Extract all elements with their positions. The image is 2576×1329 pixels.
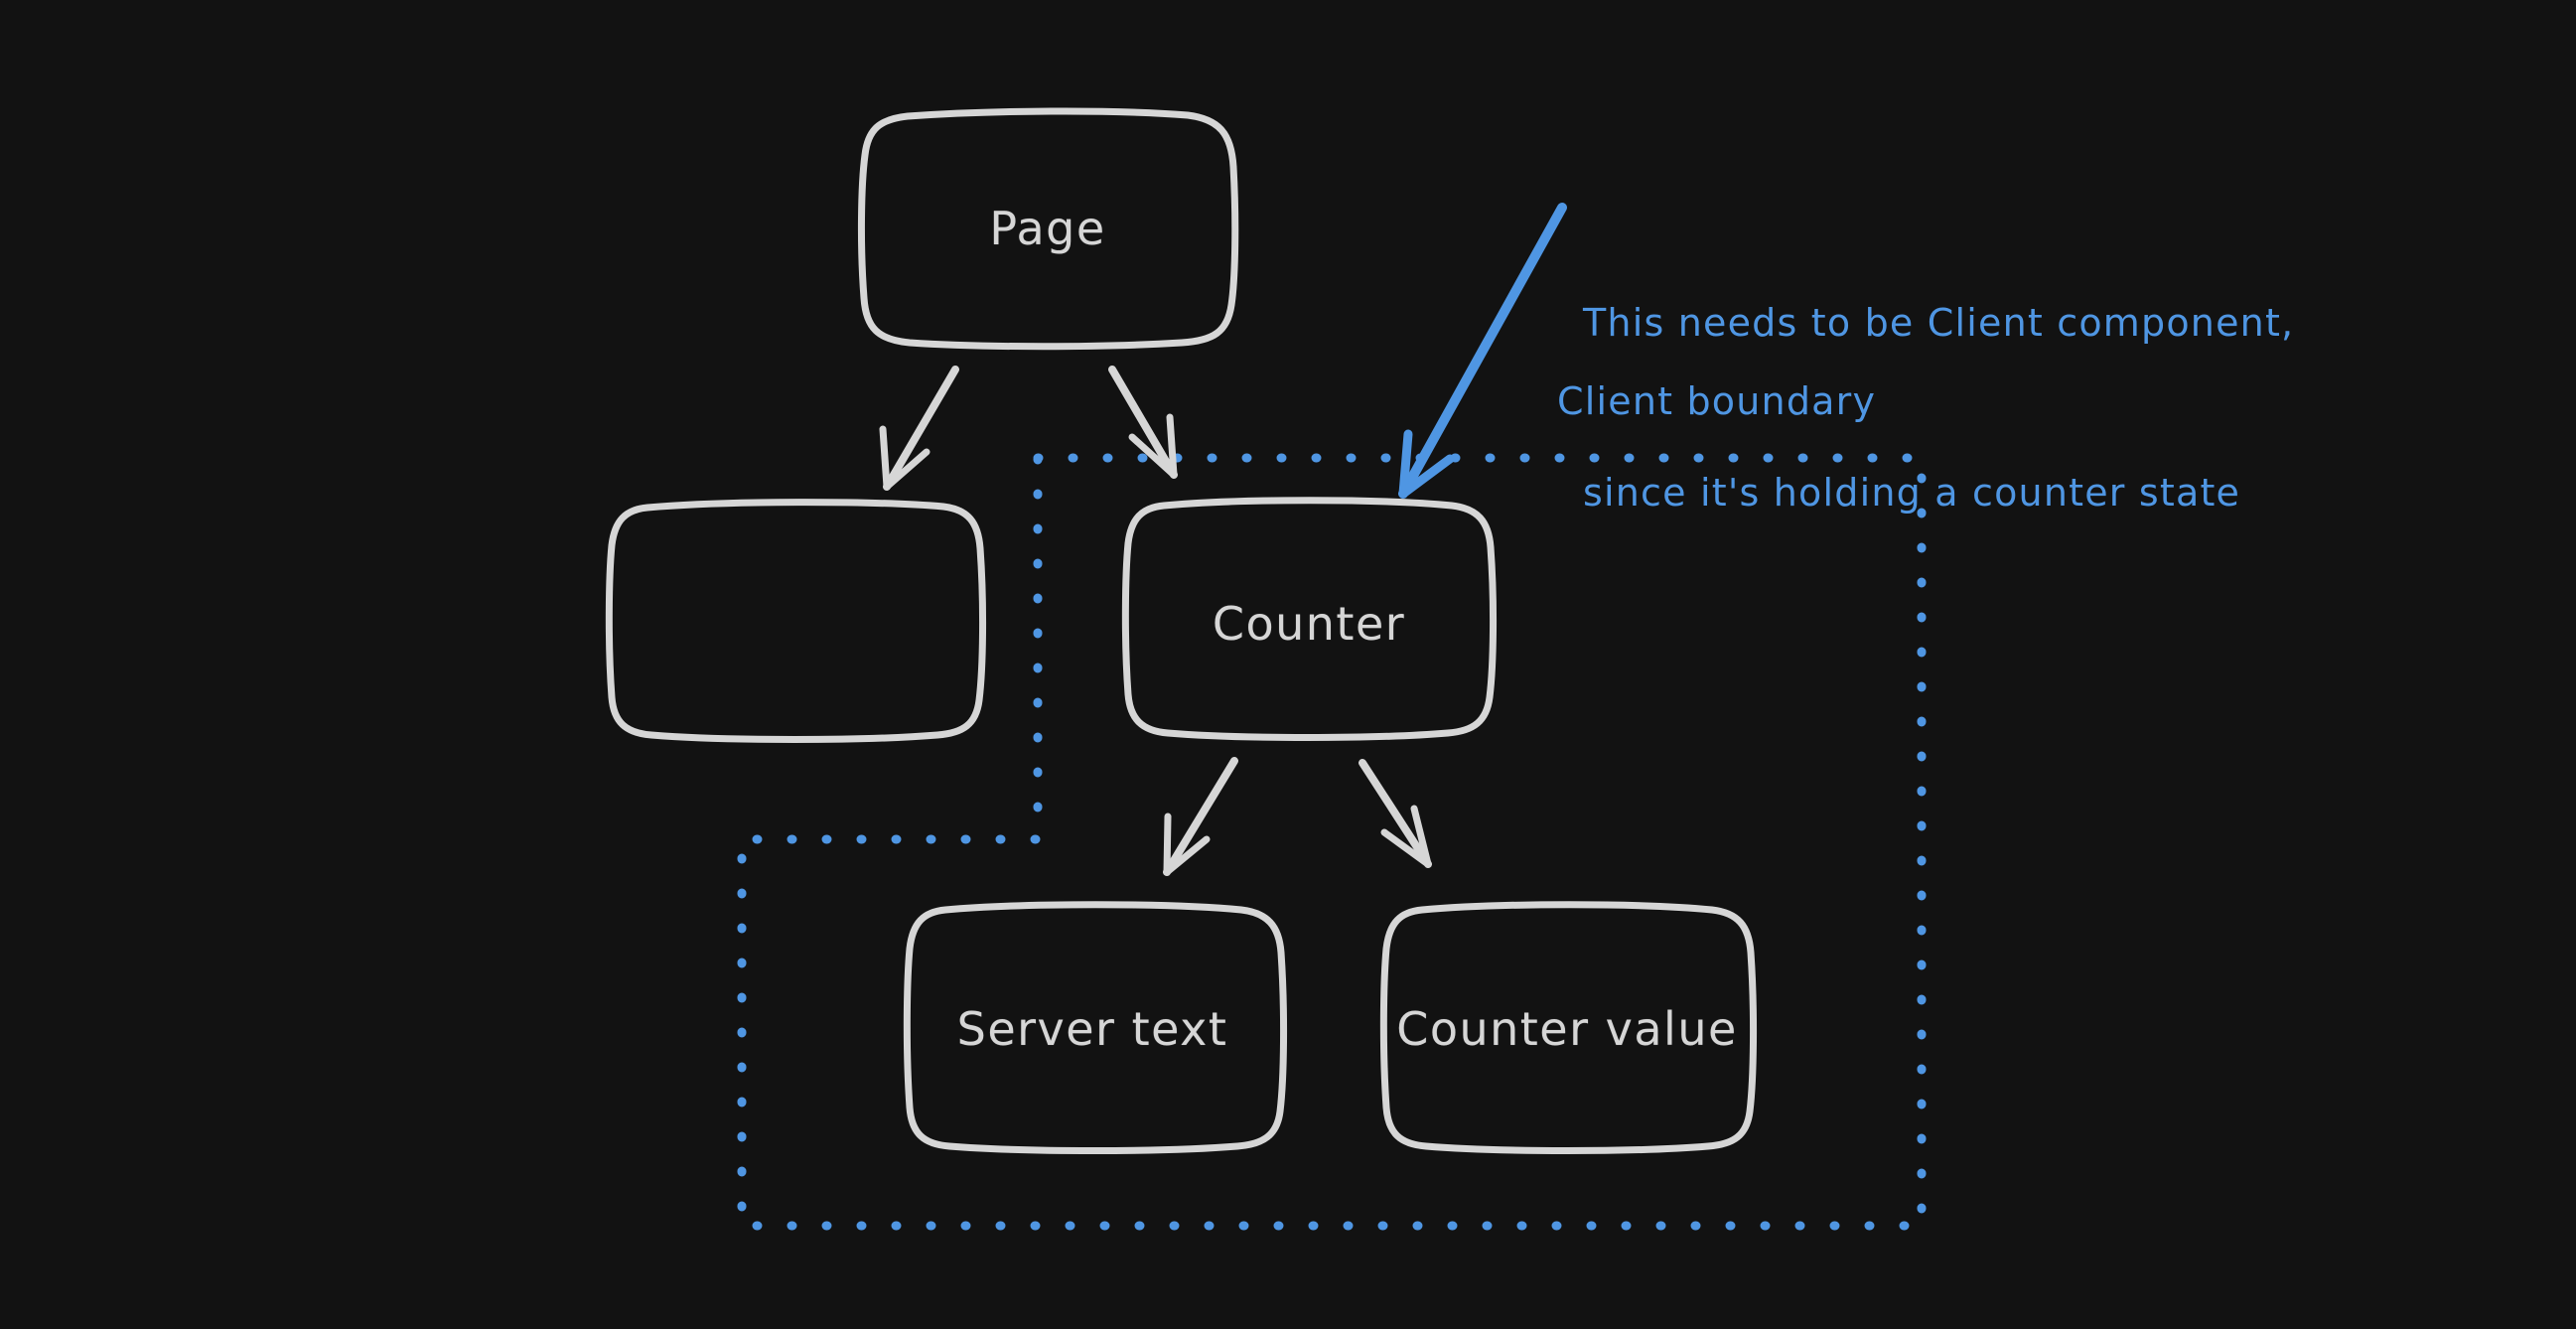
client-boundary-label: Client boundary	[1557, 379, 1877, 423]
arrow-head-left	[1128, 433, 1178, 479]
arrow-counter-to-server-text	[1163, 757, 1238, 876]
arrow-head-right	[883, 448, 930, 491]
node-box-server-text[interactable]	[903, 901, 1288, 1154]
arrow-head-left	[879, 425, 891, 491]
node-box-empty[interactable]	[605, 499, 987, 743]
annotation-line-2: since it's holding a counter state	[1583, 471, 2241, 515]
node-box-counter-value[interactable]	[1379, 901, 1758, 1154]
client-boundary-region	[737, 453, 1927, 1231]
arrow-head-left	[1380, 828, 1432, 868]
arrow-counter-to-counter-value	[1359, 759, 1432, 868]
annotation-arrow-head-left	[1398, 429, 1413, 499]
annotation-line-1: This needs to be Client component,	[1583, 301, 2295, 345]
arrow-page-to-empty	[879, 366, 959, 491]
arrow-page-to-counter	[1108, 366, 1178, 479]
node-box-page[interactable]	[857, 107, 1239, 351]
client-boundary-outline	[737, 453, 1927, 1231]
arrow-shaft	[1163, 757, 1238, 876]
arrow-shaft	[1359, 759, 1432, 868]
arrow-head-right	[1163, 835, 1211, 876]
counter-box-stroke	[1121, 497, 1498, 741]
annotation-arrow-head-right	[1398, 454, 1455, 499]
empty-box-stroke	[605, 499, 987, 743]
arrow-head-right	[1166, 413, 1178, 479]
annotation-text: This needs to be Client component, since…	[1583, 182, 2294, 635]
node-box-counter[interactable]	[1121, 497, 1498, 741]
counter-value-box-stroke	[1379, 901, 1758, 1154]
arrow-shaft	[1108, 366, 1178, 479]
arrow-head-left	[1163, 812, 1172, 876]
server-text-box-stroke	[903, 901, 1288, 1154]
annotation-pointer-arrow	[1398, 203, 1567, 499]
annotation-arrow-shaft	[1398, 203, 1567, 499]
arrow-shaft	[883, 366, 959, 491]
page-box-stroke	[857, 107, 1239, 351]
arrow-head-right	[1410, 805, 1432, 868]
